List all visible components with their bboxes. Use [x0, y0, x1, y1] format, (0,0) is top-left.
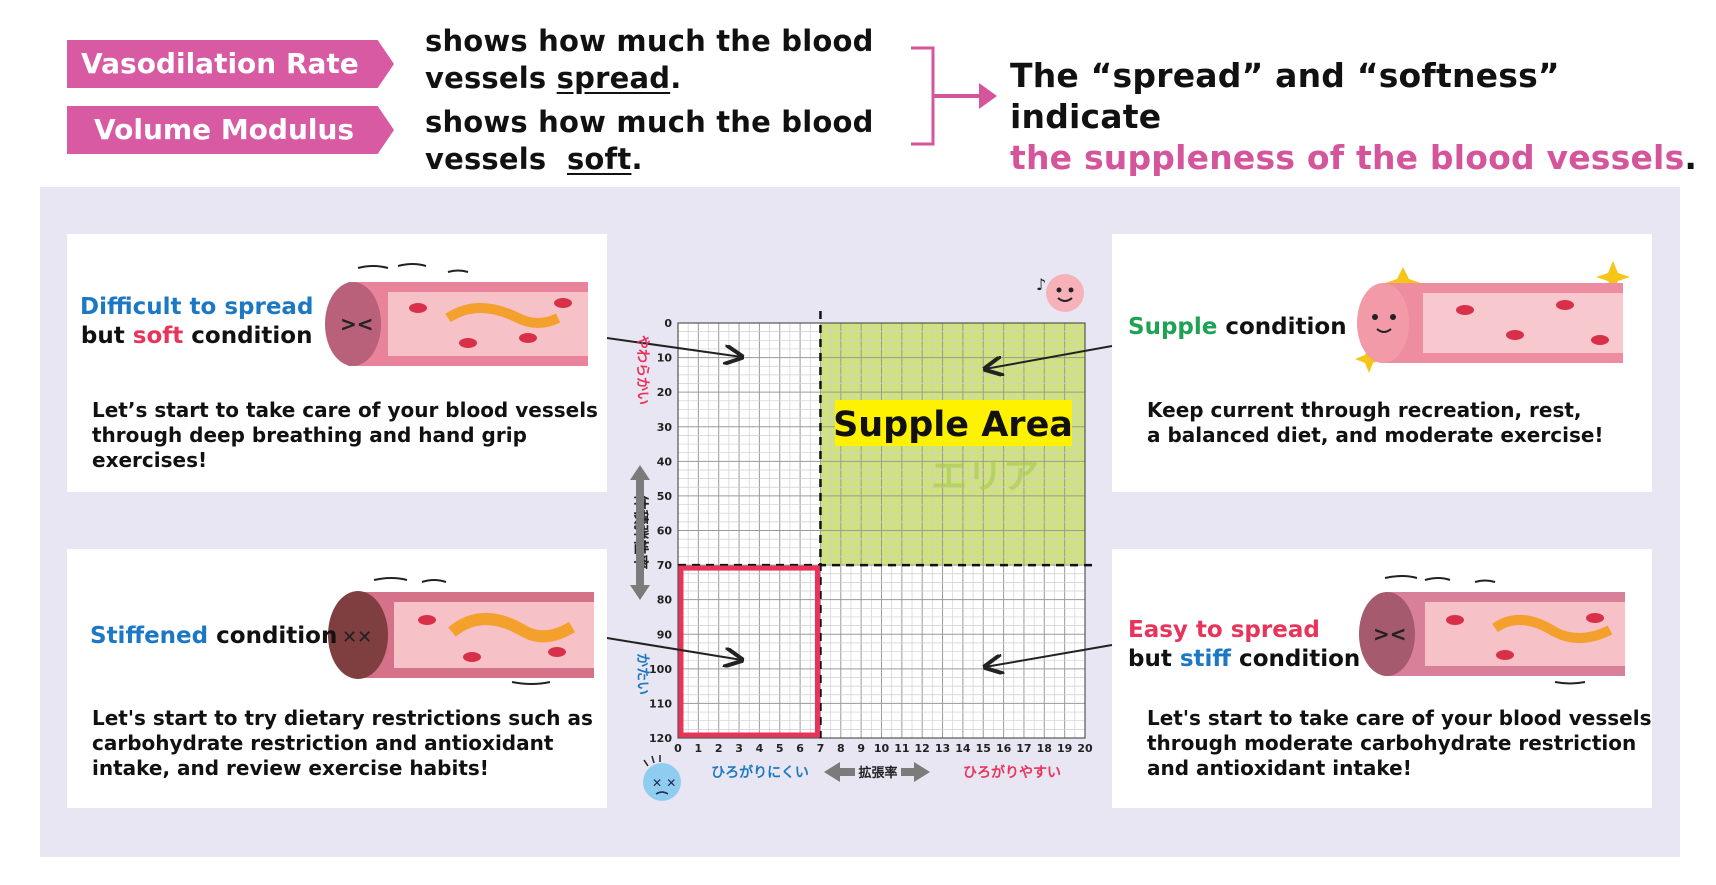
x-tick-label: 5	[776, 742, 784, 755]
top-right-advice: Keep current through recreation, rest, a…	[1147, 398, 1604, 448]
x-tick-label: 10	[874, 742, 890, 755]
x-tick-label: 4	[756, 742, 764, 755]
x-tick-label: 13	[935, 742, 950, 755]
arrow-top-right	[985, 345, 1113, 369]
desc2-line2: vessels soft.	[425, 142, 643, 176]
vessel-supple-illustration	[1355, 261, 1630, 373]
supple-area-label: Supple Area	[833, 405, 1073, 445]
vessel-soft-illustration: ><	[325, 263, 588, 366]
supple-area-faint-label: エリア	[931, 456, 1039, 497]
x-tick-label: 6	[796, 742, 804, 755]
advice-line: through deep breathing and hand grip	[92, 423, 527, 447]
bottom-right-title-b: but stiff condition	[1128, 646, 1361, 672]
bracket-arrow-icon	[911, 46, 997, 146]
y-tick-label: 50	[657, 490, 673, 503]
arrow-top-left	[606, 337, 742, 357]
y-tick-label: 0	[664, 317, 672, 330]
x-tick-label: 20	[1077, 742, 1093, 755]
x-tick-label: 11	[894, 742, 909, 755]
bottom-right-advice: Let's start to take care of your blood v…	[1147, 706, 1651, 781]
svg-text:><: ><	[340, 312, 374, 336]
y-tick-label: 80	[657, 594, 673, 607]
vasodilation-rate-tag: Vasodilation Rate	[67, 40, 394, 88]
desc1-line2: vessels spread.	[425, 61, 682, 95]
svg-text:✕ ✕: ✕ ✕	[652, 776, 676, 790]
bottom-left-advice: Let's start to try dietary restrictions …	[92, 706, 593, 781]
supple-area-highlight	[835, 400, 1072, 446]
y-tick-label: 40	[657, 455, 673, 468]
advice-line: through moderate carbohydrate restrictio…	[1147, 731, 1637, 755]
y-tick-label: 20	[657, 386, 673, 399]
x-tick-label: 7	[817, 742, 825, 755]
y-tick-label: 90	[657, 628, 673, 641]
top-left-title: Difficult to spread but soft condition	[80, 293, 313, 351]
top-left-title-b: but soft condition	[80, 323, 313, 349]
svg-text:✕✕: ✕✕	[342, 627, 372, 648]
summary-text: The “spread” and “softness” indicate the…	[1010, 55, 1716, 178]
advice-line: exercises!	[92, 448, 208, 472]
x-tick-label: 3	[735, 742, 743, 755]
arrow-bottom-right	[985, 644, 1113, 667]
y-top-label: やわらかい	[634, 335, 650, 405]
advice-line: intake, and review exercise habits!	[92, 756, 489, 780]
svg-text:♪: ♪	[1036, 275, 1046, 294]
bottom-left-title: Stiffened condition	[90, 623, 338, 649]
x-tick-label: 15	[976, 742, 991, 755]
advice-line: Keep current through recreation, rest,	[1147, 398, 1582, 422]
desc2-line1: shows how much the blood	[425, 105, 874, 139]
advice-line: Let's start to take care of your blood v…	[1147, 706, 1652, 730]
bottom-right-title-a: Easy to spread	[1128, 617, 1320, 643]
dizzy-face-icon: ✕ ✕	[643, 755, 681, 801]
x-tick-label: 9	[857, 742, 865, 755]
volume-modulus-tag: Volume Modulus	[67, 106, 394, 154]
vasodilation-description: shows how much the blood vessels spread.	[425, 23, 874, 97]
x-tick-label: 0	[674, 742, 682, 755]
x-tick-label: 16	[996, 742, 1012, 755]
advice-line: Let's start to try dietary restrictions …	[92, 706, 593, 730]
volume-modulus-description: shows how much the blood vessels soft.	[425, 104, 874, 178]
advice-line: Let’s start to take care of your blood v…	[92, 398, 598, 422]
x-tick-label: 8	[837, 742, 845, 755]
x-tick-label: 18	[1037, 742, 1052, 755]
svg-text:><: ><	[1373, 622, 1407, 646]
x-tick-label: 14	[955, 742, 971, 755]
happy-face-icon: ♪	[1036, 274, 1084, 312]
arrow-bottom-left	[606, 637, 742, 660]
top-left-title-a: Difficult to spread	[80, 294, 314, 320]
summary-line1: The “spread” and “softness” indicate	[1010, 56, 1560, 136]
x-axis-label: 拡張率	[858, 765, 897, 781]
y-tick-label: 110	[649, 697, 672, 710]
desc1-line1: shows how much the blood	[425, 24, 874, 58]
stiffened-quadrant-box	[678, 565, 820, 738]
y-tick-label: 100	[649, 663, 672, 676]
y-bottom-label: かたい	[634, 653, 650, 695]
top-left-advice: Let’s start to take care of your blood v…	[92, 398, 598, 473]
x-tick-label: 12	[915, 742, 930, 755]
summary-line2: the suppleness of the blood vessels.	[1010, 138, 1698, 177]
advice-line: a balanced diet, and moderate exercise!	[1147, 423, 1604, 447]
y-tick-label: 120	[649, 732, 672, 745]
y-tick-label: 30	[657, 421, 673, 434]
y-tick-label: 70	[657, 559, 673, 572]
y-axis-double-arrow-icon	[630, 465, 650, 600]
x-tick-label: 19	[1057, 742, 1072, 755]
x-tick-label: 17	[1016, 742, 1031, 755]
advice-line: and antioxidant intake!	[1147, 756, 1412, 780]
y-tick-label: 10	[657, 352, 673, 365]
top-right-title: Supple condition	[1128, 314, 1347, 340]
grid-border	[677, 322, 1086, 739]
x-tick-label: 1	[695, 742, 703, 755]
x-right-label: ひろがりやすい	[963, 764, 1061, 781]
vessel-stiff-illustration: ><	[1359, 575, 1625, 685]
advice-line: carbohydrate restriction and antioxidant	[92, 731, 554, 755]
x-left-label: ひろがりにくい	[711, 764, 809, 781]
bottom-right-title: Easy to spread but stiff condition	[1128, 616, 1360, 674]
vessel-stiffened-illustration: ✕✕	[328, 577, 594, 685]
y-tick-label: 60	[657, 525, 673, 538]
x-tick-label: 2	[715, 742, 723, 755]
